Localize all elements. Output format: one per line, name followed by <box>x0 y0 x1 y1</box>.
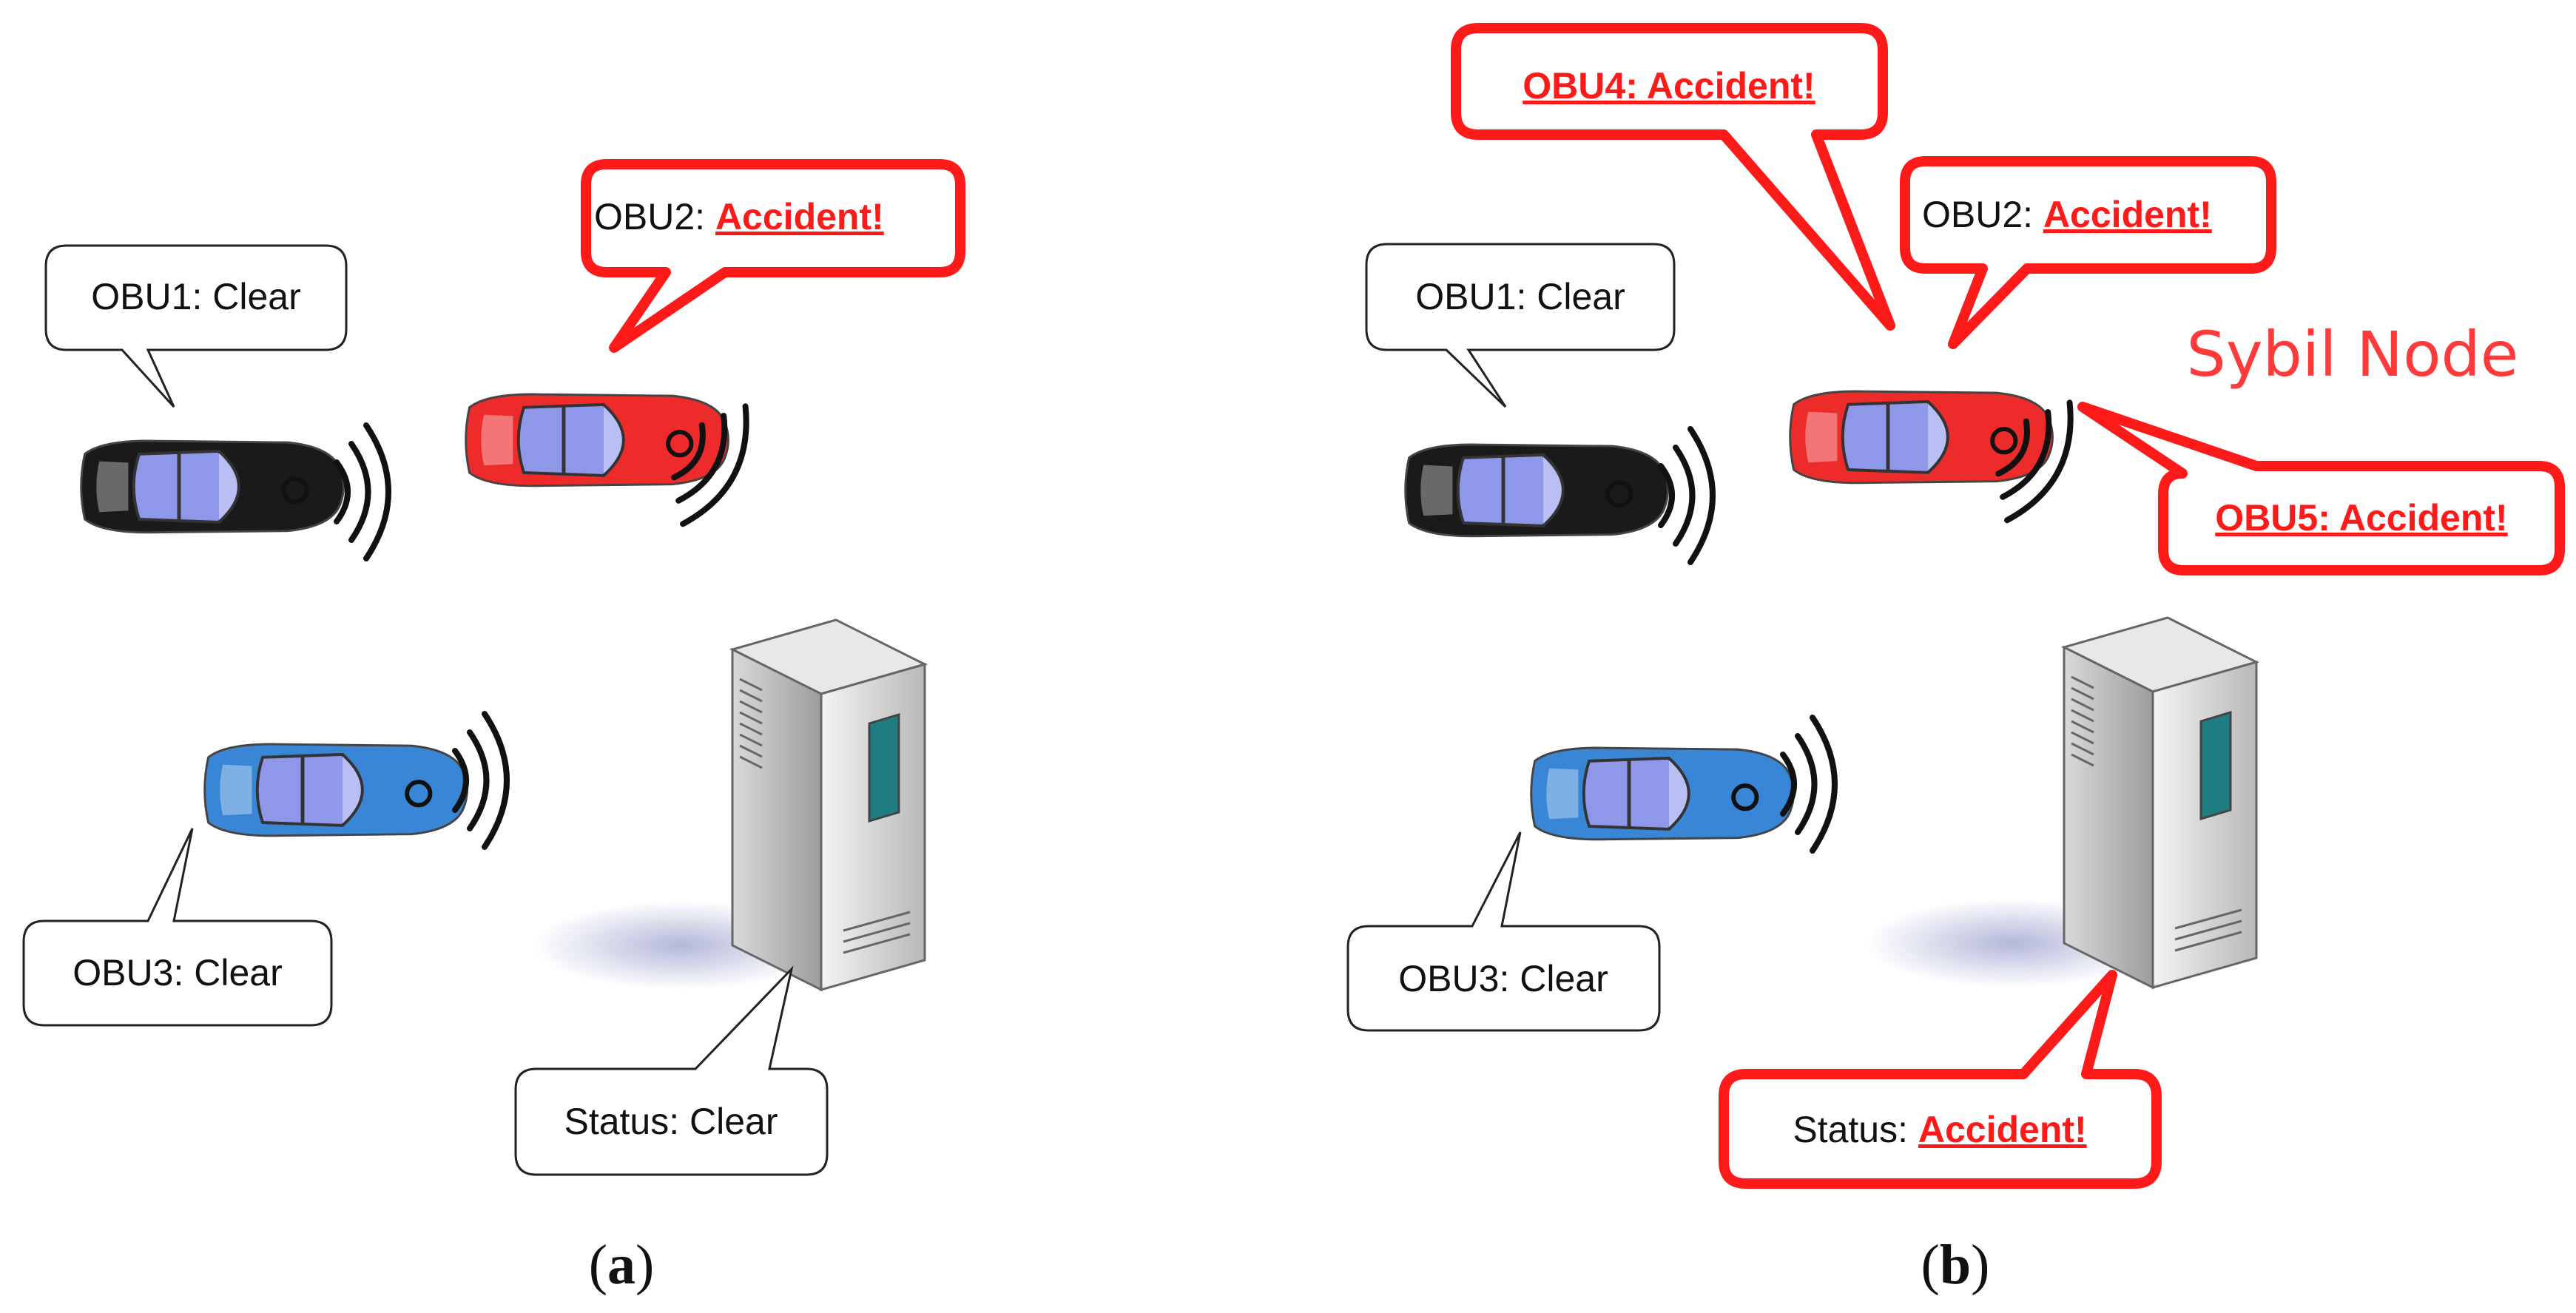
obu3-callout: OBU3: Clear <box>22 828 333 1027</box>
obu1-label: OBU1: Clear <box>91 276 300 317</box>
obu1-callout: OBU1: Clear <box>44 244 348 408</box>
obu2-accident-text: Accident! <box>715 196 884 237</box>
server-tower-b <box>1863 616 2258 989</box>
obu2-accident-text-b: Accident! <box>2043 194 2212 235</box>
server-tower <box>531 618 926 991</box>
obu4-callout: OBU4: Accident! <box>1451 23 1895 331</box>
obu5-label: OBU5: Accident! <box>2215 497 2507 539</box>
obu1-car-black <box>81 441 344 533</box>
panel-b: OBU4: Accident! OBU2: Accident! Sybil No… <box>1346 23 2565 1296</box>
server-status-callout: Status: Clear <box>514 965 829 1176</box>
obu5-callout: OBU5: Accident! <box>2077 402 2565 576</box>
sybil-node-label: Sybil Node <box>2187 318 2519 391</box>
server-status-label: Status: Clear <box>564 1101 778 1142</box>
obu4-label: OBU4: Accident! <box>1523 65 1815 107</box>
caption-a: (a) <box>589 1234 655 1296</box>
server-accident-text: Accident! <box>1918 1109 2087 1150</box>
obu1-label-b: OBU1: Clear <box>1415 276 1625 317</box>
obu3-car-blue-b <box>1531 748 1794 840</box>
obu2-car-red <box>466 394 729 486</box>
obu1-car-black-b <box>1406 445 1668 536</box>
panel-a: OBU1: Clear OBU2: Accident! OBU3: Clear … <box>22 159 965 1296</box>
server-status-label-b: Status: Accident! <box>1793 1109 2086 1150</box>
obu2-label: OBU2: Accident! <box>594 196 884 237</box>
caption-b: (b) <box>1921 1234 1990 1296</box>
server-status-callout-b: Status: Accident! <box>1719 970 2162 1189</box>
obu3-label: OBU3: Clear <box>73 952 282 993</box>
obu1-callout-b: OBU1: Clear <box>1365 243 1676 408</box>
obu2-callout: OBU2: Accident! <box>581 159 965 353</box>
sybil-car-red <box>1790 391 2053 483</box>
obu2-label-b: OBU2: Accident! <box>1922 194 2212 235</box>
obu3-callout-b: OBU3: Clear <box>1346 831 1661 1032</box>
obu2-callout-b: OBU2: Accident! <box>1900 156 2276 349</box>
obu3-car-blue <box>205 744 468 836</box>
obu3-label-b: OBU3: Clear <box>1398 958 1608 999</box>
